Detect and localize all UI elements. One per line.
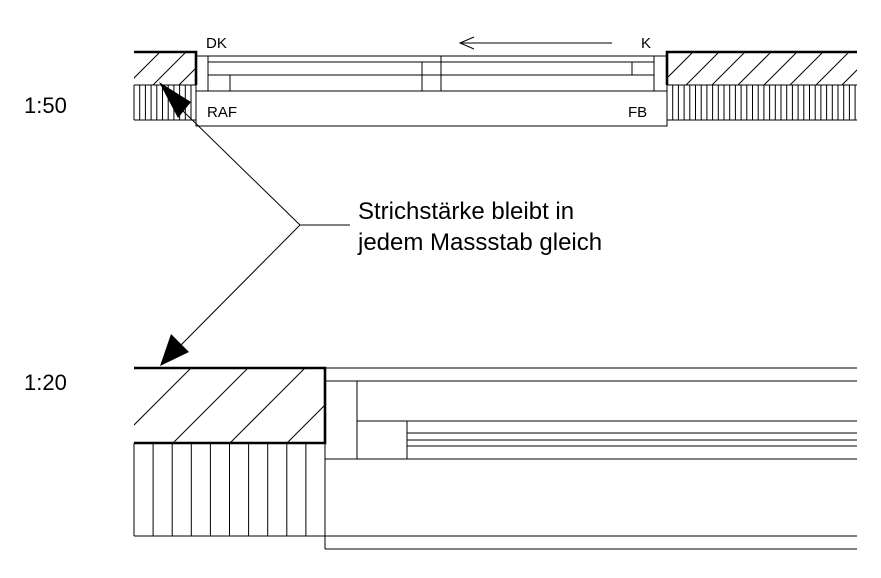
insulation-right-top xyxy=(666,85,857,121)
label-k: K xyxy=(641,35,651,52)
hatch-line xyxy=(815,52,850,85)
label-dk: DK xyxy=(206,35,227,52)
hatch-line xyxy=(229,368,306,443)
window-frame-bottom xyxy=(324,367,857,550)
insulation-left-bottom xyxy=(133,443,326,537)
leader-lines xyxy=(177,109,350,349)
hatch-line xyxy=(667,52,694,79)
hatch-line xyxy=(172,368,249,443)
hatch-line xyxy=(134,52,135,53)
hatch-line xyxy=(789,52,824,85)
hatch-line xyxy=(344,368,419,443)
label-fb: FB xyxy=(628,104,647,121)
direction-arrow xyxy=(458,36,612,50)
hatch-line xyxy=(667,52,668,53)
hatch-line xyxy=(134,52,161,79)
hatch-line xyxy=(763,52,798,85)
hatch-line xyxy=(737,52,772,85)
hatch-line xyxy=(868,52,881,85)
scale-label-1-50: 1:50 xyxy=(24,93,67,118)
hatch-line xyxy=(205,52,238,85)
hatch-line xyxy=(685,52,720,85)
detail-1-50 xyxy=(133,36,881,127)
hatch-line xyxy=(134,368,192,426)
hatch-line xyxy=(134,368,135,369)
wall-hatch-right-top xyxy=(665,50,881,86)
arrowhead-bottom xyxy=(160,334,189,366)
annotation-line-1: Strichstärke bleibt in xyxy=(358,198,574,225)
wall-hatch-left-top xyxy=(134,50,238,86)
annotation-line-2: jedem Massstab gleich xyxy=(357,229,602,256)
window-frame-top xyxy=(195,55,668,127)
hatch-line xyxy=(711,52,746,85)
wall-hatch-left-bottom xyxy=(134,366,419,445)
hatch-line xyxy=(152,52,187,85)
scale-label-1-20: 1:20 xyxy=(24,370,67,395)
hatch-line xyxy=(841,69,857,85)
label-raf: RAF xyxy=(207,104,237,121)
detail-1-20 xyxy=(133,366,857,550)
arrowhead-top xyxy=(159,82,191,118)
